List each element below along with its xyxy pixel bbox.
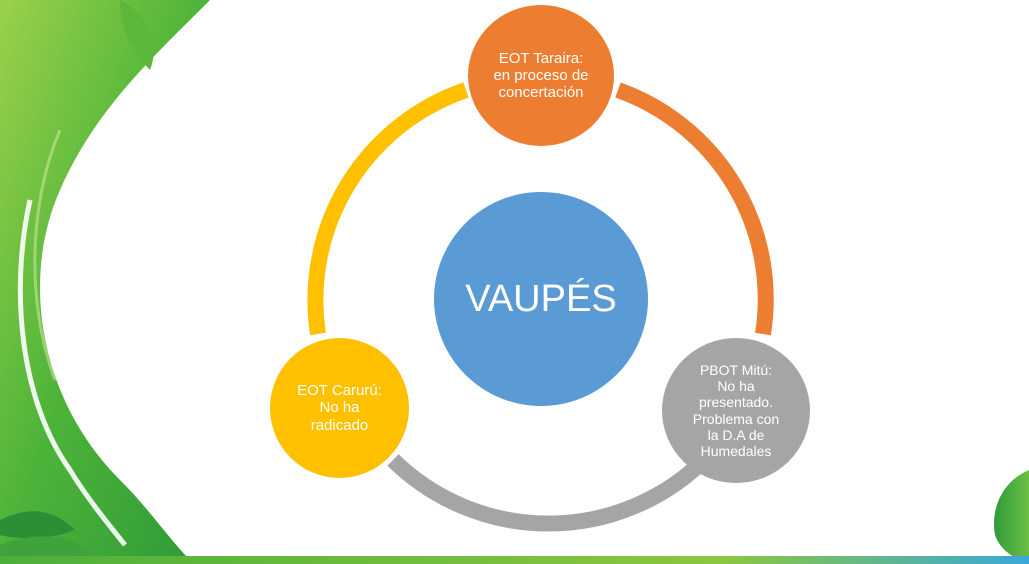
node-caruru-text: EOT Carurú: No ha radicado <box>297 382 382 434</box>
node-eot-caruru: EOT Carurú: No ha radicado <box>270 338 409 478</box>
center-node-vaupes: VAUPÉS <box>434 192 648 406</box>
center-label: VAUPÉS <box>465 278 617 320</box>
node-eot-taraira: EOT Taraira: en proceso de concertación <box>468 5 614 146</box>
ring-arc-orange <box>615 82 774 336</box>
bottom-bar <box>0 556 1029 564</box>
node-mitu-text: PBOT Mitú: No ha presentado. Problema co… <box>692 362 780 459</box>
left-leaf-decoration <box>0 0 210 562</box>
ring-arc-gray <box>387 454 710 532</box>
ring-arc-yellow <box>307 82 469 336</box>
node-taraira-text: EOT Taraira: en proceso de concertación <box>493 49 589 102</box>
right-leaf-decoration <box>994 470 1029 562</box>
node-pbot-mitu: PBOT Mitú: No ha presentado. Problema co… <box>662 338 810 483</box>
